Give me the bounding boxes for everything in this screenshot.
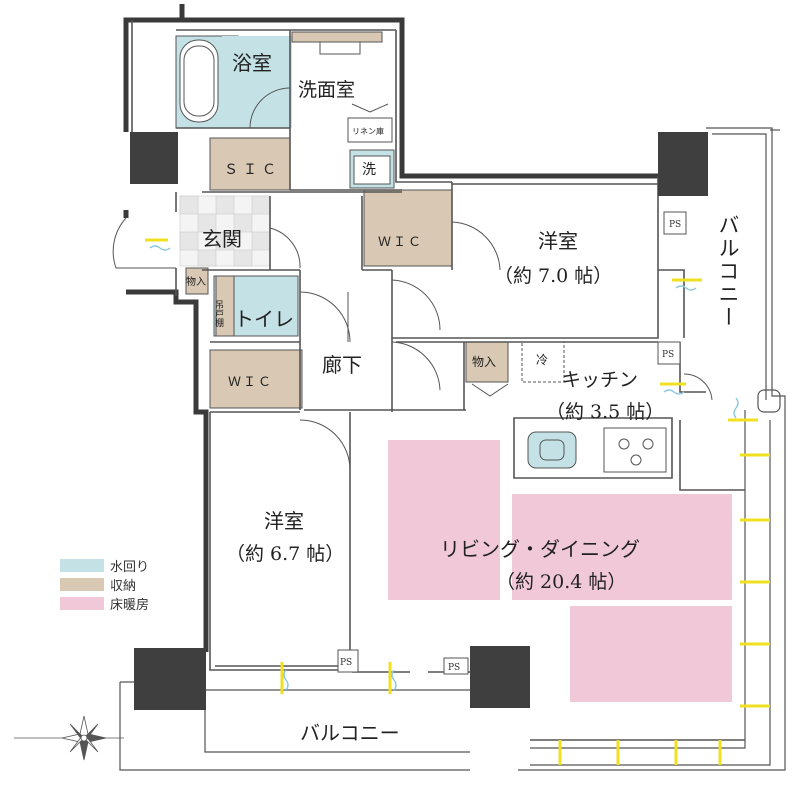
room-hanging-shelf-label: 吊戸棚 [213, 300, 224, 328]
door-swings [112, 217, 713, 471]
legend-item-water: 水回り [60, 556, 149, 575]
room-entrance-label: 玄関 [202, 227, 242, 251]
room-western-south-label: 洋室 [264, 509, 304, 533]
room-wic-west-label: ＷＩＣ [228, 375, 273, 390]
room-toilet-label: トイレ [234, 307, 294, 331]
legend-swatch-storage [60, 578, 104, 591]
column-nw [130, 132, 178, 184]
balcony-south [119, 681, 470, 771]
room-corridor-label: 廊下 [322, 353, 362, 377]
room-western-north-size: （約 7.0 帖） [494, 265, 612, 287]
air-flow-marks [149, 245, 739, 691]
room-washer-label: 洗 [362, 162, 376, 178]
legend-item-storage: 収納 [60, 575, 149, 594]
legend-swatch-floor-heating [60, 597, 104, 610]
room-living-label: リビング・ダイニング [440, 537, 640, 561]
legend-swatch-water [60, 559, 104, 572]
legend-label-water: 水回り [110, 560, 150, 575]
ps-label-1: PS [669, 220, 681, 230]
wic-north-area [363, 189, 453, 267]
ps-label-3: PS [340, 658, 352, 668]
legend: 水回り 収納 床暖房 [60, 556, 149, 613]
column-ne [658, 132, 708, 196]
balcony-east-label: バルコニー [716, 214, 740, 329]
balcony-east [518, 127, 786, 771]
room-kitchen-label: キッチン [562, 369, 638, 391]
fixtures [471, 341, 667, 473]
legend-label-floor-heating: 床暖房 [110, 598, 150, 613]
entrance-floor [179, 195, 271, 267]
column-sw [134, 648, 206, 710]
bathroom-fixtures [179, 31, 393, 185]
room-wic-north-label: ＷＩＣ [378, 235, 423, 250]
wic-west-area [209, 349, 303, 409]
ps-label-4: PS [448, 663, 460, 673]
interior-walls [131, 20, 745, 741]
columns [130, 132, 708, 710]
room-washroom-label: 洗面室 [298, 79, 355, 101]
room-kitchen-size: （約 3.5 帖） [546, 401, 664, 423]
room-western-south-size: （約 6.7 帖） [226, 543, 344, 565]
floor-heating-zones [388, 440, 732, 702]
ps-boxes [337, 211, 687, 675]
room-living-size: （約 20.4 帖） [496, 571, 626, 593]
window-markers [145, 238, 770, 765]
room-western-north-label: 洋室 [538, 229, 578, 253]
ps-label-2: PS [662, 350, 674, 360]
legend-item-floor-heating: 床暖房 [60, 594, 149, 613]
compass-rose-icon [14, 715, 124, 761]
room-kitchen-storage-label: 物入 [472, 355, 496, 369]
balcony-south-label: バルコニー [300, 721, 400, 745]
hanging-shelf-area [215, 275, 235, 337]
column-s [470, 646, 530, 708]
room-sic-label: ＳＩＣ [224, 162, 281, 178]
legend-label-storage: 収納 [110, 579, 137, 594]
room-entrance-storage-label: 物入 [186, 275, 206, 288]
room-bath-label: 浴室 [232, 51, 272, 75]
entrance-storage-area [185, 267, 209, 295]
room-linen-label: リネン庫 [352, 126, 384, 136]
room-fridge-label: 冷 [536, 353, 548, 367]
